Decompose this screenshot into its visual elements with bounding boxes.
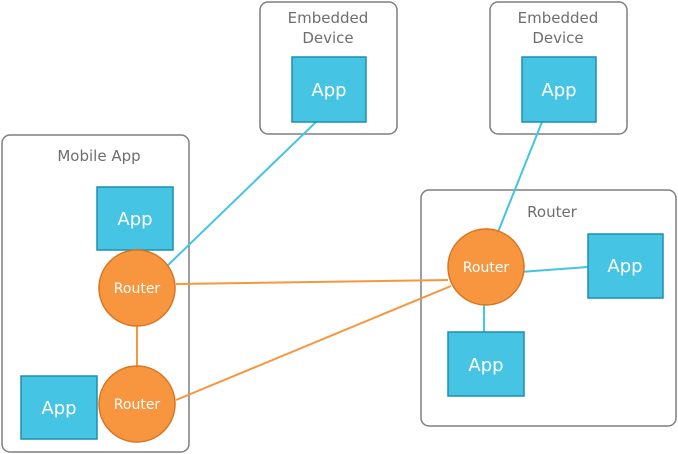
router-box-router-label: Router (463, 260, 510, 276)
embedded-device-1-label-line1: Embedded (288, 9, 369, 27)
mobile-app-top-box (96, 186, 174, 251)
mobile-app-label: Mobile App (57, 147, 140, 165)
link-mobile-router-bottom-to-router (175, 285, 452, 401)
router-app-right-label: App (607, 256, 642, 277)
link-router-to-app-right (519, 266, 589, 273)
mobile-router-bottom-node (98, 365, 176, 443)
mobile-app-bottom-label: App (41, 398, 76, 419)
mobile-router-top-label: Router (114, 281, 161, 297)
mobile-app-bottom-box (20, 375, 98, 440)
embedded-device-1-label-line2: Device (302, 29, 353, 47)
link-mobile-router-top-to-router (175, 279, 449, 285)
device2-app-label: App (541, 80, 576, 101)
mobile-app-top-label: App (117, 209, 152, 230)
router-container-label: Router (527, 203, 578, 221)
link-device2-app-to-router (497, 121, 543, 233)
router-box-router-node (447, 228, 525, 306)
router-app-bottom-box (447, 331, 525, 397)
device2-app-box (521, 56, 597, 123)
mobile-router-top-node (98, 249, 176, 327)
link-device1-app-to-mobile-router (164, 121, 317, 269)
router-app-bottom-label: App (468, 355, 503, 376)
router-app-right-box (587, 233, 664, 299)
embedded-device-2-label-line2: Device (532, 29, 583, 47)
device1-app-box (291, 56, 367, 123)
embedded-device-2-label-line1: Embedded (518, 9, 599, 27)
device1-app-label: App (311, 80, 346, 101)
mobile-router-bottom-label: Router (114, 397, 161, 413)
